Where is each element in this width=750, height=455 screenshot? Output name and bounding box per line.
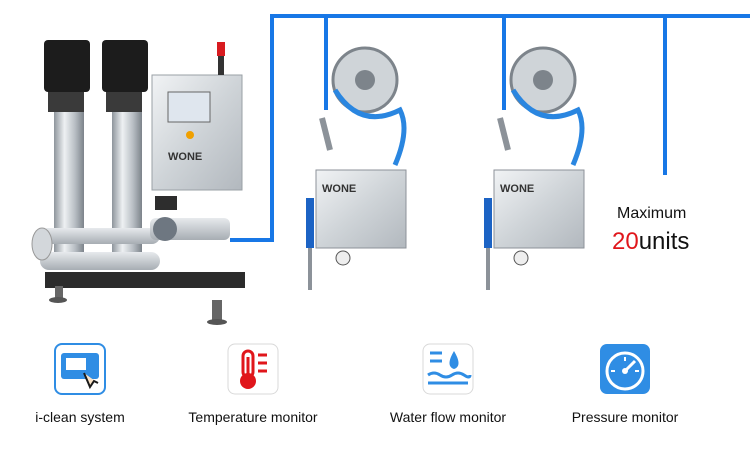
maximum-units: 20units bbox=[612, 228, 689, 256]
feature-iclean: i-clean system bbox=[30, 343, 130, 425]
pipe-network bbox=[230, 14, 750, 242]
reel-station-1: WONE bbox=[306, 46, 407, 290]
feature-pressure: Pressure monitor bbox=[560, 343, 690, 425]
maximum-number: 20 bbox=[612, 228, 639, 255]
feature-water-flow: Water flow monitor bbox=[378, 343, 518, 425]
cabinet-brand: WONE bbox=[168, 151, 202, 163]
feature-temperature: Temperature monitor bbox=[178, 343, 328, 425]
station1-brand: WONE bbox=[322, 183, 356, 195]
feature-label: Water flow monitor bbox=[389, 409, 507, 425]
thermometer-icon bbox=[227, 343, 279, 395]
reel-station-2: WONE bbox=[484, 46, 585, 290]
maximum-label: Maximum bbox=[617, 205, 687, 222]
feature-label: i-clean system bbox=[35, 409, 125, 425]
water-flow-icon bbox=[422, 343, 474, 395]
feature-label: Temperature monitor bbox=[188, 409, 318, 425]
touch-panel-icon bbox=[54, 343, 106, 395]
maximum-unit: units bbox=[638, 228, 690, 255]
pump-skid: WONE bbox=[31, 40, 245, 325]
feature-label: Pressure monitor bbox=[571, 409, 679, 425]
pressure-gauge-icon bbox=[599, 343, 651, 395]
station2-brand: WONE bbox=[500, 183, 534, 195]
